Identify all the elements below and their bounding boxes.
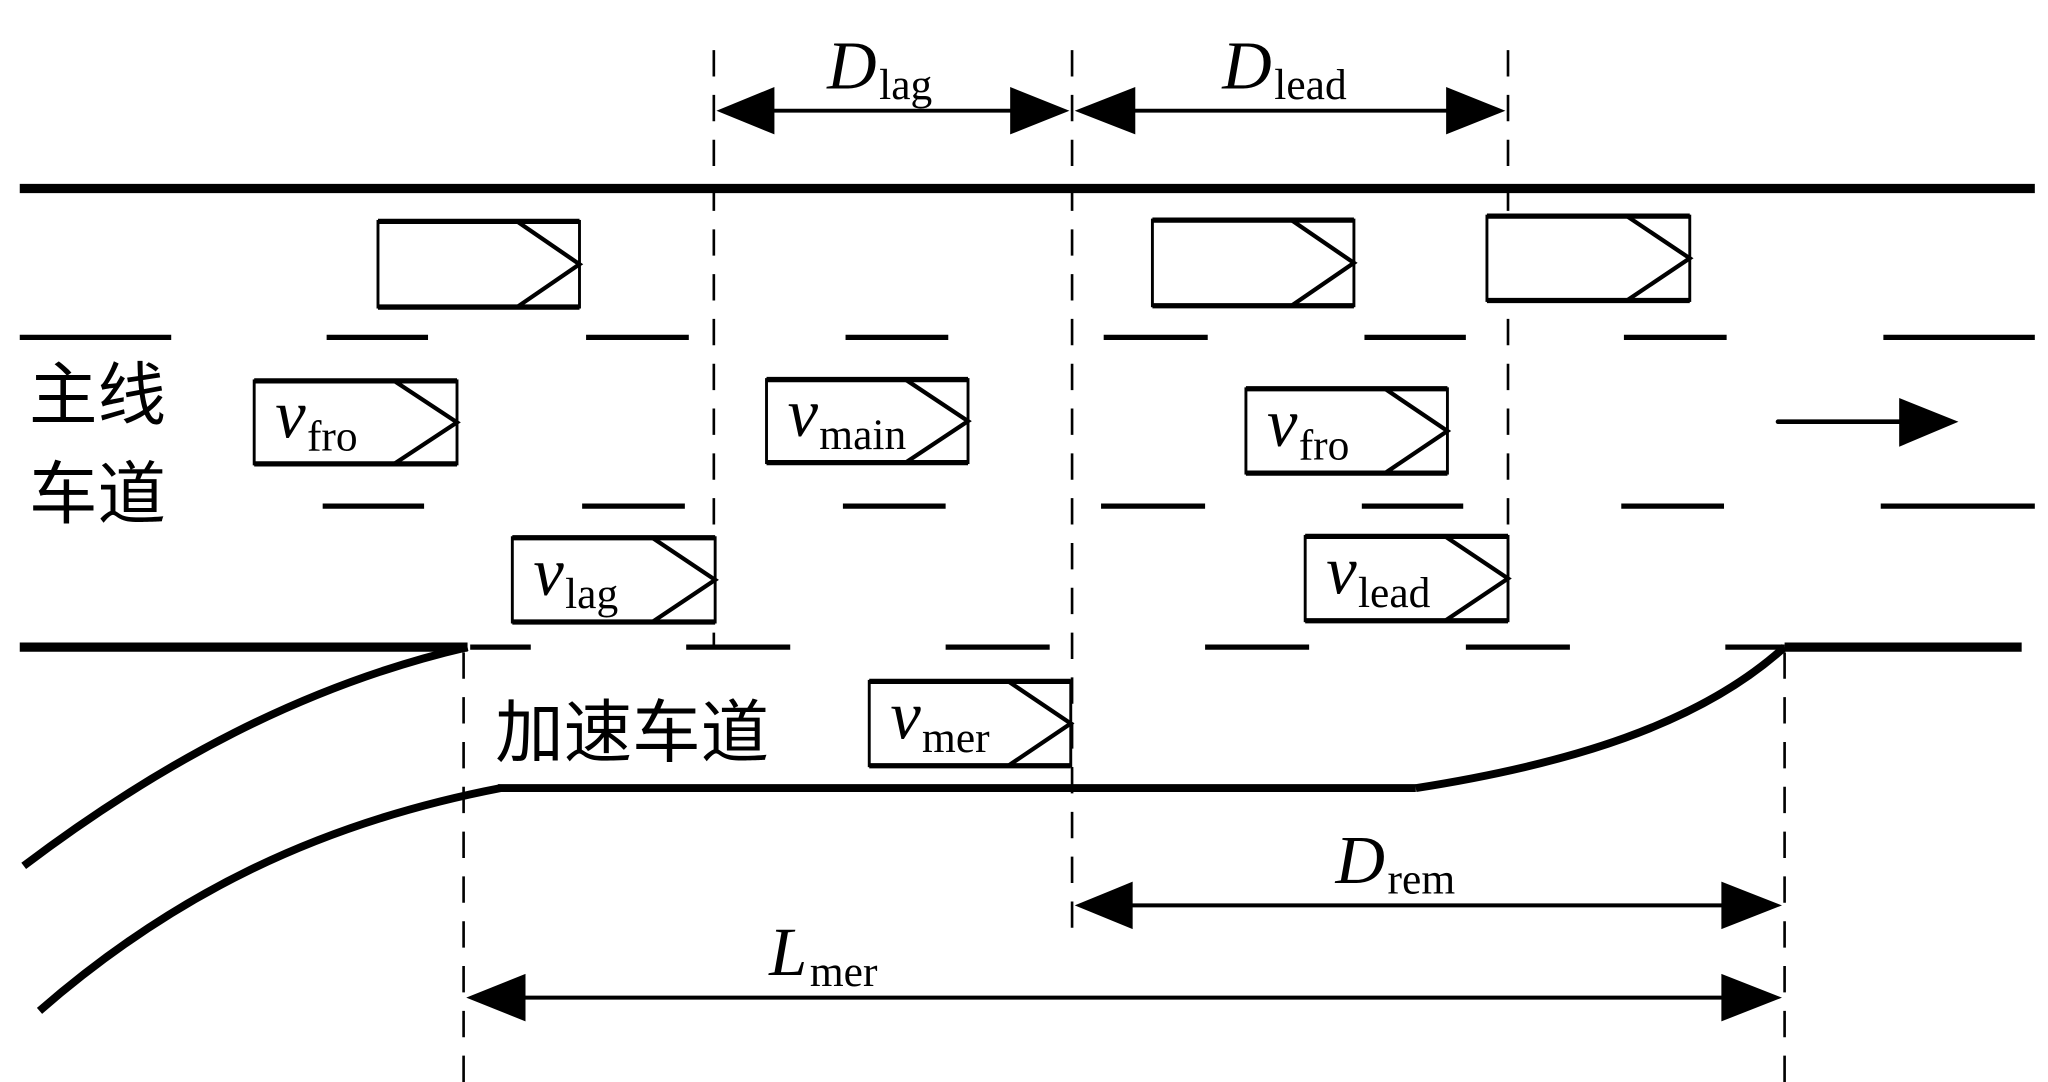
speed-symbol: v	[533, 534, 564, 610]
traffic-direction-arrow-icon	[1775, 398, 1959, 447]
svg-text:Lmer: Lmer	[768, 914, 878, 996]
arrow-left-icon	[716, 86, 775, 135]
dimension-subscript: lag	[879, 61, 932, 109]
vehicle-body	[376, 219, 581, 309]
dimension-l-mer: Lmer	[466, 914, 1782, 1022]
vehicle-speed-label: vmain	[788, 375, 907, 459]
vehicle-front-chevron-icon	[651, 535, 719, 624]
dimension-d-lag: Dlag	[716, 27, 1070, 135]
vehicle-front-chevron-icon	[1290, 218, 1358, 308]
dimension-subscript: mer	[810, 948, 878, 996]
accel-lane-label: 加速车道	[495, 693, 769, 773]
vehicle-front-chevron-icon	[1625, 214, 1694, 303]
vehicle-car-fro-1: vfro	[252, 376, 461, 467]
speed-symbol: v	[1267, 385, 1298, 461]
speed-subscript: mer	[922, 714, 990, 762]
vehicle-car-main: vmain	[765, 375, 972, 466]
speed-symbol: v	[890, 678, 921, 754]
vehicle-body	[510, 536, 717, 624]
vehicle-body	[1485, 214, 1692, 302]
svg-text:Dlag: Dlag	[826, 27, 932, 109]
vehicle-front-chevron-icon	[1007, 679, 1075, 768]
mainline-label-line1: 主线	[29, 356, 166, 436]
speed-symbol: v	[275, 376, 306, 452]
arrow-left-icon	[1074, 86, 1136, 135]
arrow-left-icon	[466, 973, 526, 1022]
vehicle-front-chevron-icon	[1443, 534, 1512, 623]
speed-subscript: lag	[565, 570, 618, 618]
speed-subscript: fro	[1299, 421, 1350, 469]
vehicle-speed-label: vlag	[533, 534, 618, 618]
vehicle-car-lag: vlag	[510, 534, 719, 625]
dimension-d-rem: Drem	[1074, 822, 1782, 930]
speed-subscript: lead	[1358, 569, 1431, 617]
accel-lane-taper	[1415, 644, 1788, 793]
svg-text:Drem: Drem	[1334, 822, 1455, 904]
ramp-lower-edge	[36, 784, 502, 1014]
speed-symbol: v	[788, 375, 819, 451]
speed-symbol: v	[1326, 533, 1357, 609]
vehicle-car-top-3	[1485, 213, 1694, 304]
vehicle-speed-label: vlead	[1326, 533, 1430, 617]
mainline-label-line2: 车道	[29, 455, 166, 535]
vehicle-front-chevron-icon	[392, 379, 461, 466]
vehicle-car-mer: vmer	[867, 678, 1075, 769]
vehicle-body	[1150, 218, 1356, 308]
arrow-right-icon	[1721, 973, 1782, 1022]
dimension-symbol: D	[826, 27, 876, 103]
vehicle-car-lead: vlead	[1303, 533, 1512, 624]
vehicle-car-top-2	[1150, 217, 1358, 309]
speed-subscript: fro	[307, 413, 358, 461]
vehicle-speed-label: vfro	[1267, 385, 1349, 469]
vehicle-car-top-1	[376, 218, 584, 310]
dimension-subscript: rem	[1388, 856, 1456, 904]
vehicle-speed-label: vfro	[275, 376, 357, 460]
svg-text:Dlead: Dlead	[1221, 27, 1347, 109]
arrow-right-icon	[1010, 86, 1070, 135]
vehicle-body	[1244, 387, 1449, 475]
dimension-d-lead: Dlead	[1074, 27, 1506, 135]
arrow-left-icon	[1074, 881, 1133, 930]
ramp-upper-edge	[21, 643, 469, 870]
dimension-symbol: D	[1334, 822, 1384, 898]
speed-subscript: main	[819, 411, 906, 459]
arrow-right-icon	[1446, 86, 1506, 135]
arrow-right-icon	[1721, 881, 1782, 930]
dimension-symbol: D	[1221, 27, 1271, 103]
vehicle-car-fro-2: vfro	[1244, 385, 1452, 476]
dimension-subscript: lead	[1274, 61, 1347, 109]
dimension-symbol: L	[768, 914, 807, 990]
vehicle-speed-label: vmer	[890, 678, 990, 762]
vehicle-front-chevron-icon	[1383, 387, 1452, 475]
vehicle-front-chevron-icon	[904, 377, 972, 465]
vehicle-front-chevron-icon	[515, 219, 584, 309]
